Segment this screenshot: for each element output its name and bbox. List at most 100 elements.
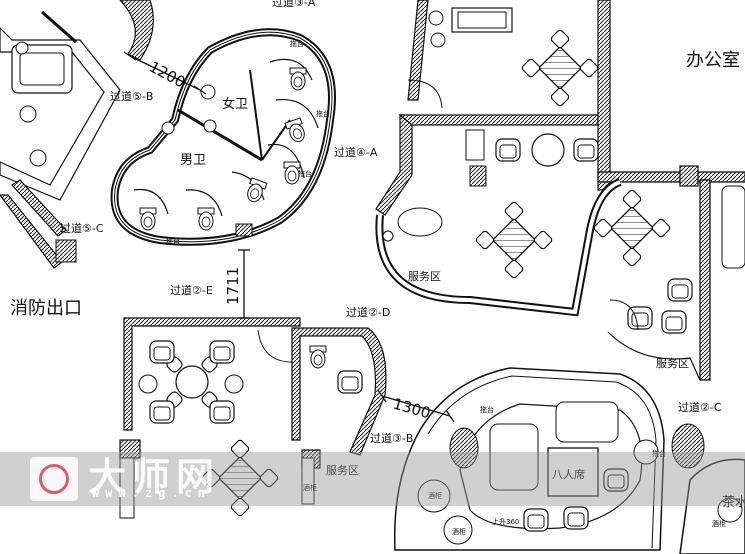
partition [177, 108, 263, 162]
sofa-icon [721, 185, 745, 269]
door-swing-icon [609, 299, 639, 331]
corridor-label: 过道②-E [170, 283, 213, 297]
wall-segment [119, 0, 154, 61]
top-right-room: 办公室 [407, 7, 740, 109]
wall-segment [597, 0, 611, 191]
note: 拖台 [290, 39, 304, 48]
stair-hatch-icon [469, 165, 487, 187]
chair-icon [573, 138, 599, 162]
wall-segment [699, 179, 711, 381]
chair-icon [667, 278, 693, 302]
note: 上升360 [492, 517, 519, 526]
plant-icon [671, 423, 705, 469]
fire-exit-label: 消防出口 [10, 298, 82, 319]
column [679, 165, 699, 187]
column [235, 223, 253, 237]
dimension-line [381, 395, 451, 417]
note: 拖台 [316, 109, 330, 118]
washbasin-icon [309, 345, 327, 369]
washbasin-icon [161, 121, 175, 135]
corridor-label: 过道②-C [678, 400, 722, 414]
dimension-lines [123, 51, 455, 423]
note: 拖台 [652, 449, 666, 458]
wall-segment [375, 114, 413, 216]
cabinet-icon [119, 457, 135, 519]
corridor-label: 过道⑤-B [110, 89, 153, 103]
watermark-url: www.zg.cn [92, 486, 212, 500]
corridor-label: 过道②-D [346, 305, 390, 319]
chair-icon [563, 506, 589, 530]
dining-table-icon [592, 188, 672, 268]
toilet-icon [139, 207, 157, 231]
room-label-female-wc: 女卫 [222, 96, 248, 112]
corridor-label: 过道③-B [370, 431, 413, 445]
note: 酒柜 [428, 491, 442, 500]
room-label-office: 办公室 [686, 50, 740, 71]
stool-icon [29, 149, 47, 167]
chair-icon [209, 340, 235, 364]
dimension-line [129, 55, 201, 91]
chair-icon [523, 508, 549, 532]
dining-table-icon [164, 354, 220, 410]
side-table-icon [531, 133, 565, 167]
wall-segment [11, 179, 67, 237]
room-label-male-wc: 男卫 [180, 153, 206, 168]
side-table-icon [443, 515, 473, 545]
wall-segment [291, 327, 387, 456]
chair-icon [337, 370, 363, 394]
dimension-label: 1300 [391, 395, 433, 423]
lounge-top-left [11, 10, 77, 263]
note: 酒柜 [712, 519, 726, 528]
mid-right-rooms: 服务区 服务区 [375, 129, 745, 381]
side-table-icon [417, 479, 451, 513]
dimension-label: 1200 [146, 58, 188, 92]
room-label-eight-seat: 八人席 [552, 467, 585, 481]
watermark-text: 大师网 [88, 455, 221, 499]
wall-segment [398, 114, 606, 126]
plant-icon [397, 207, 443, 237]
dimension-label: 1711 [224, 267, 242, 305]
cabinet-icon [465, 129, 485, 161]
stool-icon [19, 105, 37, 123]
wall-segment [597, 171, 745, 183]
chair-icon [149, 340, 175, 364]
corridor-label: 过道④-A [334, 145, 378, 159]
corridor-label: 过道⑤-C [60, 221, 104, 235]
tea-room-wall [679, 458, 745, 554]
chair-icon [661, 310, 687, 334]
sofa-icon [489, 423, 539, 491]
room-label-tea: 茶水 [722, 494, 745, 510]
chair-icon [149, 400, 175, 424]
bottom-left-dining: 服务区 酒柜 [119, 329, 363, 519]
dining-table-icon [474, 200, 554, 280]
plant-icon [449, 427, 479, 469]
room-label-service: 服务区 [656, 357, 689, 370]
chair-icon [209, 400, 235, 424]
dining-table-icon [547, 447, 599, 497]
bottom-right-vip: 八人席 拖台 酒柜 酒柜 拖台 上升360 茶水 酒柜 [393, 367, 745, 554]
sofa-icon [555, 401, 619, 443]
note: 拖台 [298, 169, 312, 178]
room-label-service: 服务区 [408, 270, 441, 283]
watermark-band [0, 452, 745, 506]
washbasin-icon [200, 84, 216, 100]
corridor-labels: 过道③-A 过道⑤-B 过道④-A 过道⑤-C 过道②-E 过道②-D 过道②-… [60, 0, 722, 445]
dining-table-icon [520, 28, 600, 108]
note: 拖台 [166, 237, 180, 246]
walls [0, 0, 745, 469]
restroom-pod: 女卫 男卫 拖台 拖台 拖台 拖台 [110, 28, 336, 246]
door-swing-icon [407, 79, 443, 109]
stair-hatch-icon [55, 239, 77, 263]
toilet-icon [289, 67, 307, 91]
chair-icon [495, 138, 521, 162]
note: 酒柜 [452, 527, 466, 536]
wall-segment [123, 317, 301, 431]
note: 酒柜 [303, 483, 317, 492]
wall-segment [407, 0, 429, 101]
watermark-logo-icon [30, 457, 78, 501]
door-swing-icon [257, 329, 293, 363]
corridor-label: 过道③-A [272, 0, 316, 9]
cabinet-icon [301, 457, 315, 505]
toilet-icon [197, 207, 215, 231]
